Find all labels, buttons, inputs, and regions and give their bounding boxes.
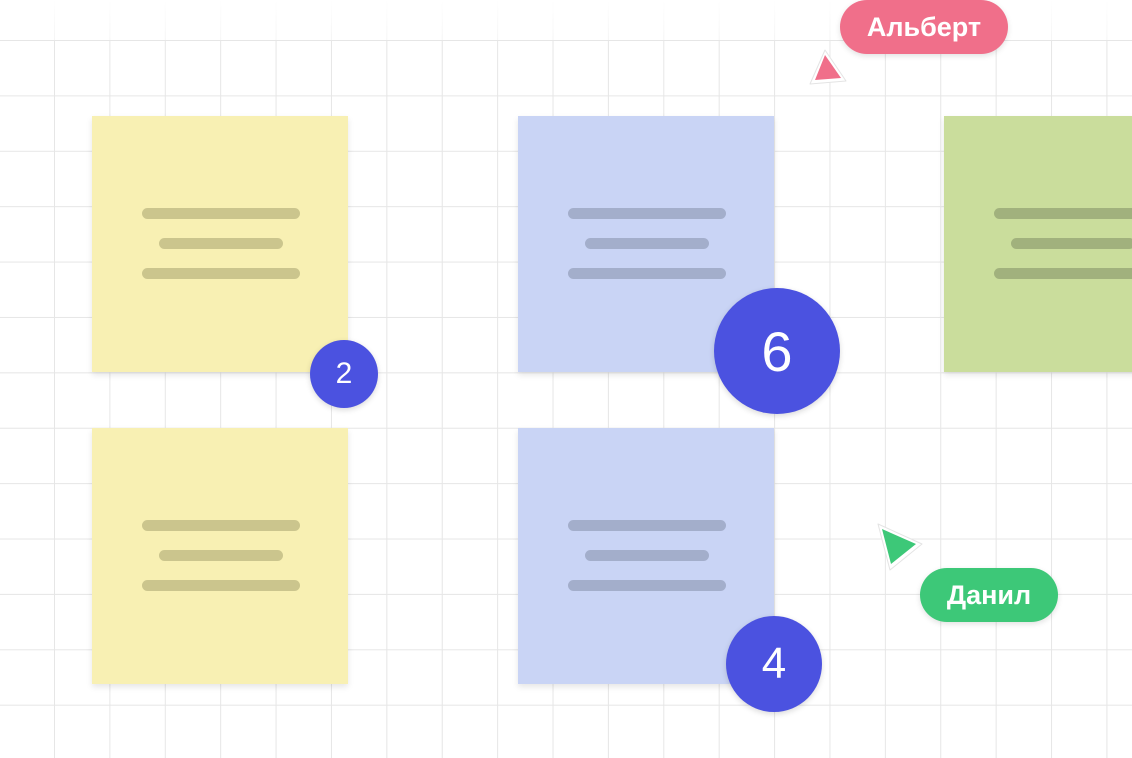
placeholder-text-line — [585, 550, 709, 561]
badge-count: 2 — [335, 357, 353, 390]
placeholder-text-line — [159, 238, 283, 249]
placeholder-text-line — [994, 268, 1132, 279]
collaborator-name: Альберт — [866, 11, 982, 42]
cursor-arrow-icon — [877, 523, 923, 571]
cursor-arrow-icon — [809, 49, 847, 85]
placeholder-text-line — [142, 208, 300, 219]
placeholder-text-line — [568, 268, 726, 279]
placeholder-text-line — [568, 520, 726, 531]
comment-count-badge[interactable]: 4 — [726, 616, 822, 712]
placeholder-text-line — [994, 208, 1132, 219]
comment-count-badge[interactable]: 2 — [310, 340, 378, 408]
collaborator-name-label: Данил — [920, 568, 1058, 622]
placeholder-text-line — [142, 580, 300, 591]
sticky-note-blue-top[interactable] — [518, 116, 774, 372]
sticky-note-yellow-bottom[interactable] — [92, 428, 348, 684]
placeholder-text-line — [159, 550, 283, 561]
badge-count: 4 — [761, 639, 787, 688]
placeholder-text-line — [568, 208, 726, 219]
badge-count: 6 — [761, 319, 793, 383]
collaborator-name: Данил — [946, 579, 1032, 610]
placeholder-text-line — [142, 520, 300, 531]
collaborator-name-label: Альберт — [840, 0, 1008, 54]
comment-count-badge[interactable]: 6 — [714, 288, 840, 414]
sticky-note-green[interactable] — [944, 116, 1132, 372]
placeholder-text-line — [568, 580, 726, 591]
placeholder-text-line — [142, 268, 300, 279]
placeholder-text-line — [1011, 238, 1132, 249]
sticky-note-yellow-top[interactable] — [92, 116, 348, 372]
placeholder-text-line — [585, 238, 709, 249]
